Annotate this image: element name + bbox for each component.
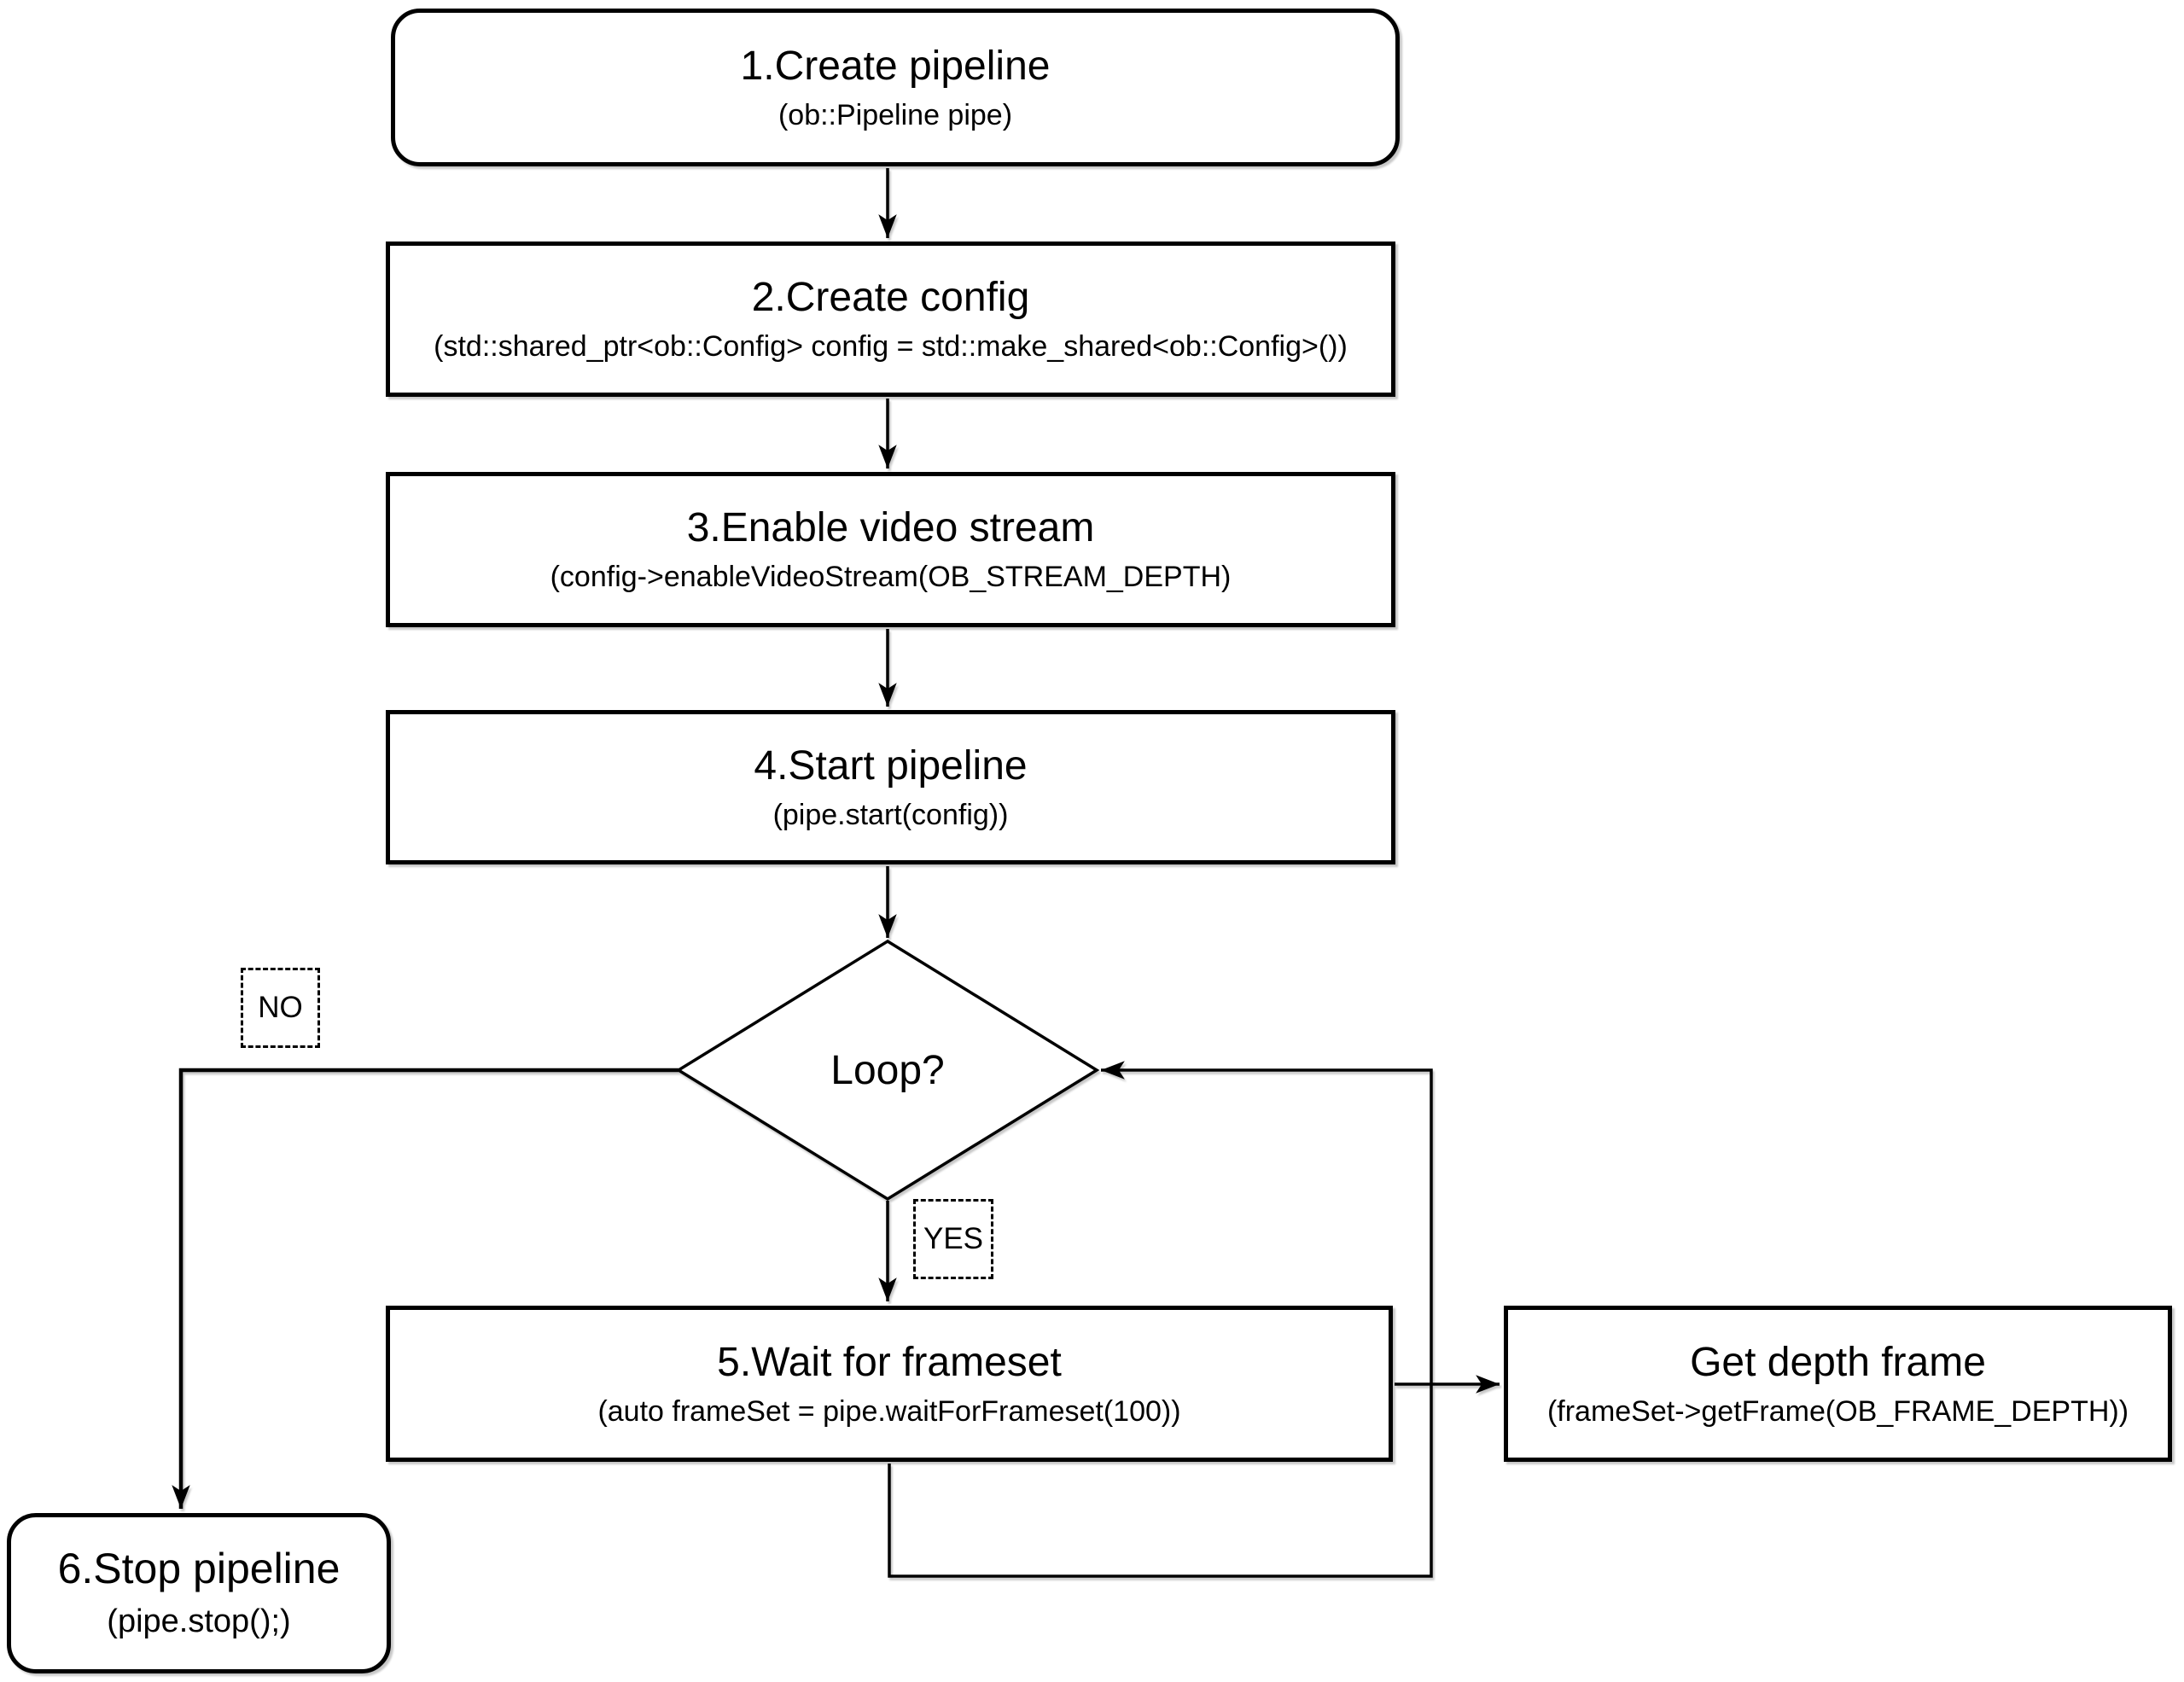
node-enable-video-stream: 3.Enable video stream (config->enableVid… <box>386 472 1395 627</box>
node-wait-for-frameset: 5.Wait for frameset (auto frameSet = pip… <box>386 1306 1393 1462</box>
node-title: 3.Enable video stream <box>686 505 1095 550</box>
node-subtitle: (ob::Pipeline pipe) <box>778 98 1013 131</box>
node-loop-decision-label: Loop? <box>830 1047 945 1093</box>
node-title: 5.Wait for frameset <box>717 1339 1062 1385</box>
node-title: 2.Create config <box>751 275 1030 320</box>
node-loop-decision-shape <box>675 939 1100 1202</box>
edge-label-yes: YES <box>913 1199 993 1279</box>
edge-loop-no-to-stop-pipeline <box>172 1068 678 1509</box>
node-start-pipeline: 4.Start pipeline (pipe.start(config)) <box>386 710 1395 864</box>
node-get-depth-frame: Get depth frame (frameSet->getFrame(OB_F… <box>1504 1306 2172 1462</box>
node-title: 4.Start pipeline <box>754 742 1028 789</box>
node-subtitle: (config->enableVideoStream(OB_STREAM_DEP… <box>550 561 1232 594</box>
node-subtitle: (frameSet->getFrame(OB_FRAME_DEPTH)) <box>1546 1394 2129 1428</box>
node-subtitle: (std::shared_ptr<ob::Config> config = st… <box>434 330 1348 364</box>
node-title: Get depth frame <box>1690 1339 1986 1385</box>
node-subtitle: (auto frameSet = pipe.waitForFrameset(10… <box>597 1394 1181 1428</box>
node-title: 6.Stop pipeline <box>57 1545 341 1593</box>
edge-wait-loop-back-to-loop <box>888 1061 1433 1578</box>
node-stop-pipeline: 6.Stop pipeline (pipe.stop();) <box>7 1513 391 1673</box>
node-subtitle: (pipe.start(config)) <box>772 798 1009 831</box>
node-title: 1.Create pipeline <box>740 43 1051 89</box>
node-subtitle: (pipe.stop();) <box>107 1603 291 1639</box>
node-create-config: 2.Create config (std::shared_ptr<ob::Con… <box>386 242 1395 397</box>
edge-label-no: NO <box>241 968 320 1048</box>
node-create-pipeline: 1.Create pipeline (ob::Pipeline pipe) <box>391 9 1400 166</box>
